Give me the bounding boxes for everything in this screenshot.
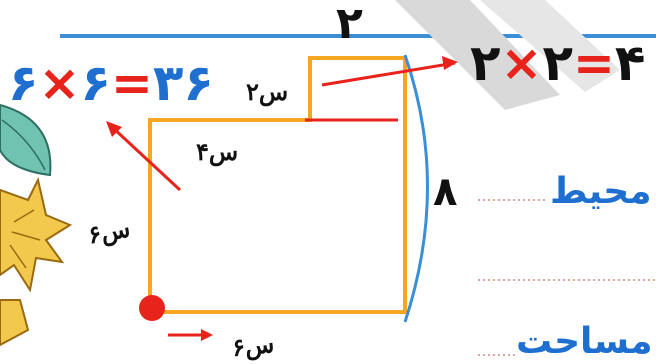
right-eq-equals: =	[572, 34, 615, 92]
top-number: ۲	[336, 0, 363, 49]
arrow-icon	[442, 56, 458, 70]
top-side-label: ۴س	[196, 137, 239, 166]
right-eq-b: ۲	[542, 34, 573, 92]
small-side-label: ۲س	[246, 77, 289, 106]
watermark-shape	[395, 0, 560, 110]
perimeter-word: محیط	[550, 171, 652, 212]
flower-icon	[0, 177, 73, 347]
arrow-to-left-equation	[110, 125, 182, 192]
composite-shape-outline	[148, 56, 407, 314]
left-eq-equals: =	[110, 54, 153, 112]
arrow-to-right-equation	[321, 61, 456, 87]
right-total-label: ۸	[433, 169, 458, 215]
area-word: مساحت	[516, 321, 653, 362]
left-eq-result: ۳۶	[152, 54, 214, 112]
right-eq-a: ۲	[470, 34, 501, 92]
left-eq-a: ۶	[8, 54, 39, 112]
start-dot-icon	[139, 295, 165, 321]
left-eq-times: ×	[38, 54, 81, 112]
leaf-icon	[0, 103, 52, 177]
right-eq-result: ۴	[614, 34, 646, 92]
arrow-icon	[106, 121, 122, 137]
left-eq-b: ۶	[80, 54, 111, 112]
right-bracket-arc	[403, 54, 429, 323]
left-equation: ۶×۶=۳۶	[8, 58, 214, 108]
right-equation: ۲×۲=۴	[470, 38, 645, 88]
bottom-side-label: ۶س	[230, 328, 276, 363]
right-eq-times: ×	[500, 34, 543, 92]
left-side-label: ۶س	[85, 213, 133, 250]
